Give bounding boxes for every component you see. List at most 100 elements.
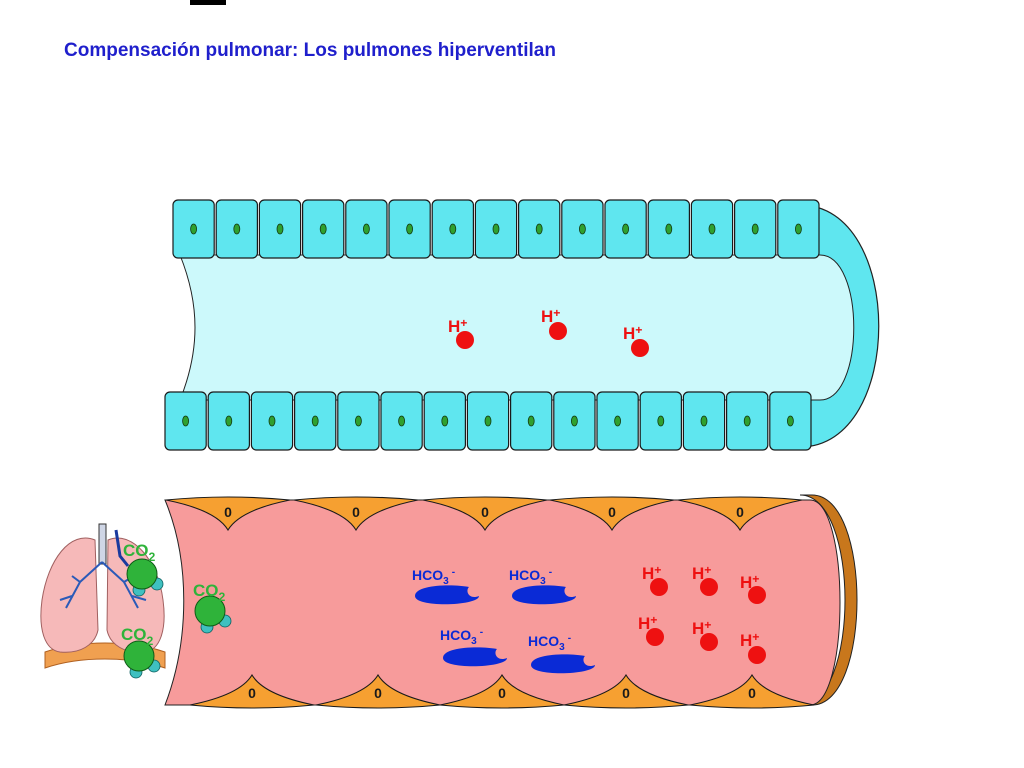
endothelial-nucleus: 0 [481, 504, 489, 520]
cell-nucleus [787, 415, 794, 427]
tubule-top-cell [777, 199, 820, 259]
endothelial-nucleus: 0 [498, 685, 506, 701]
page-title: Compensación pulmonar: Los pulmones hipe… [64, 40, 556, 61]
tubule-top-cell [517, 199, 561, 259]
endothelial-cell [165, 496, 291, 532]
pulmonary-vessel [114, 529, 130, 567]
co2-label: CO2 [121, 625, 154, 648]
cell-nucleus [441, 415, 449, 427]
tubule-h-ion-label: H+ [623, 323, 642, 343]
vessel-h-ion [646, 628, 664, 646]
tubule-bottom-cell [207, 391, 250, 451]
cell-nucleus [182, 415, 190, 427]
tubule-h-ion-label: H+ [448, 316, 467, 336]
carbon-atom [123, 640, 155, 672]
tubule-top-cell [561, 199, 604, 259]
tubule-hydrogen-ions: H+H+H+ [448, 306, 649, 357]
tubule-top-cell [431, 199, 475, 259]
tubule-top-cell [215, 199, 258, 259]
tubule-top-cell [604, 199, 647, 259]
cell-nucleus [571, 415, 578, 427]
endothelium-top-cell: 0 [677, 496, 803, 532]
tubule-top-cell [172, 199, 215, 259]
endothelium-bottom-cell: 0 [315, 673, 441, 709]
endothelial-nucleus: 0 [224, 504, 232, 520]
co2-label: CO2 [123, 541, 156, 564]
endothelial-nucleus: 0 [352, 504, 360, 520]
vessel-h-ion-label: H+ [642, 563, 661, 583]
co2-molecule [123, 640, 161, 679]
endothelial-nucleus: 0 [608, 504, 616, 520]
kidney-tubule: H+H+H+ [164, 199, 880, 451]
tubule-bottom-cell [725, 391, 769, 451]
vessel-hydrogen-ions: H+H+H+H+H+H+ [638, 563, 766, 664]
co2-molecule [126, 558, 164, 597]
endothelium-bottom-cell: 0 [439, 673, 565, 709]
endothelium-bottom-cell: 0 [689, 673, 815, 709]
cell-nucleus [795, 223, 802, 235]
hco3-label: HCO3- [440, 627, 483, 647]
tubule-bottom-cell [596, 391, 639, 451]
hco3-molecule [415, 585, 479, 605]
cell-nucleus [743, 415, 751, 427]
cell-nucleus [535, 223, 543, 235]
endothelium-bottom-row: 0 0 0 0 0 [189, 673, 815, 709]
cell-nucleus [319, 223, 327, 235]
co2-label: CO2 [193, 581, 226, 604]
endothelium-bottom-cell: 0 [189, 673, 315, 709]
endothelial-cell [189, 673, 315, 709]
tubule-bottom-cell [769, 391, 812, 451]
cell-nucleus [665, 223, 673, 235]
endothelial-nucleus: 0 [248, 685, 256, 701]
cell-nucleus [700, 415, 708, 427]
tubule-top-cell [690, 199, 734, 259]
tubule-bottom-cell [294, 391, 337, 451]
trachea [98, 523, 107, 565]
cell-nucleus [233, 223, 241, 235]
top-edge-bar [190, 0, 226, 5]
endothelial-nucleus: 0 [748, 685, 756, 701]
vessel-h-ion [748, 646, 766, 664]
endothelium-top-cell: 0 [165, 496, 291, 532]
cell-nucleus [225, 415, 233, 427]
bronchial-tree [59, 561, 147, 609]
vessel-h-ion [650, 578, 668, 596]
endothelium-top-cell: 0 [293, 496, 419, 532]
hco3-molecule [512, 585, 576, 605]
vessel-h-ion-label: H+ [740, 572, 759, 592]
cell-nucleus [354, 415, 362, 427]
endothelial-cell [439, 673, 565, 709]
vessel-h-ion [748, 586, 766, 604]
cell-nucleus [311, 415, 319, 427]
hco3-molecule [443, 647, 507, 667]
hco3-label: HCO3- [412, 567, 455, 587]
vessel-h-ion [700, 578, 718, 596]
tubule-bottom-cell [164, 391, 207, 451]
tubule-top-cell [258, 199, 302, 259]
cell-nucleus [449, 223, 457, 235]
endothelial-nucleus: 0 [622, 685, 630, 701]
tubule-bottom-cell [553, 391, 596, 451]
vessel-h-ion-label: H+ [692, 618, 711, 638]
hco3-molecule [531, 654, 595, 674]
tubule-h-ion [456, 331, 474, 349]
endothelium-top-cell: 0 [549, 496, 675, 532]
tubule-top-cell [345, 199, 388, 259]
endothelial-cell [422, 496, 548, 532]
endothelium-bottom-cell: 0 [563, 673, 689, 709]
hco3-label: HCO3- [509, 567, 552, 587]
cell-nucleus [362, 223, 370, 235]
tubule-top-cell-row [172, 199, 820, 259]
endothelial-cell [315, 673, 441, 709]
tubule-bottom-cell [380, 391, 423, 451]
tubule-top-cell [388, 199, 431, 259]
endothelial-nucleus: 0 [374, 685, 382, 701]
cell-nucleus [484, 415, 492, 427]
endothelial-cell [677, 496, 803, 532]
cell-nucleus [190, 223, 198, 235]
endothelial-cell [563, 673, 689, 709]
tubule-top-cell [647, 199, 691, 259]
